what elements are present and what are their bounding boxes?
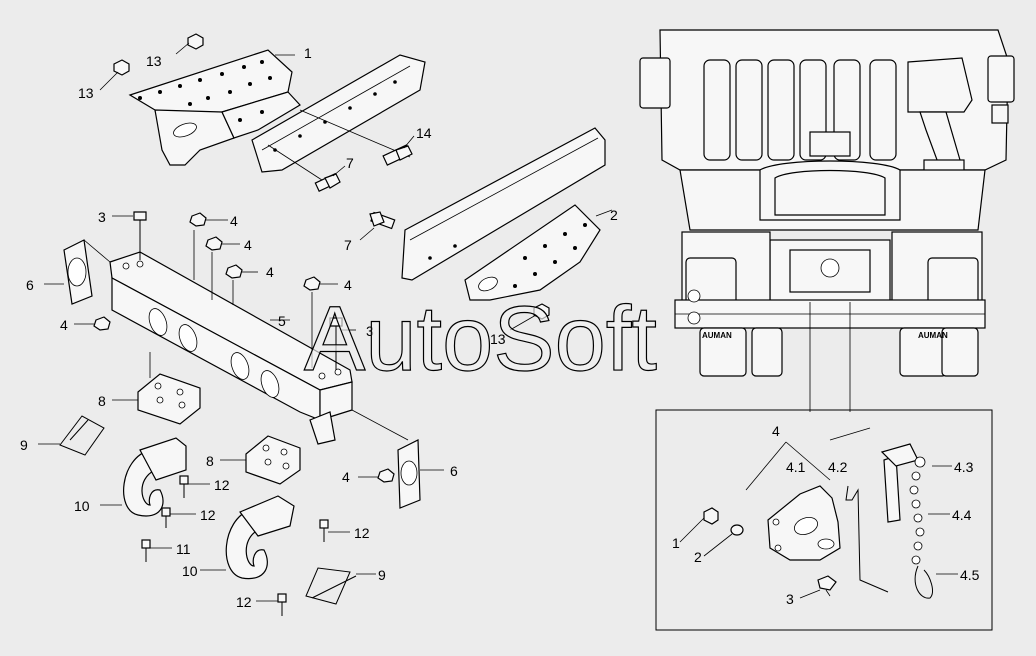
callout-label: 7: [344, 237, 352, 253]
tow-hook-10-b: [200, 495, 295, 580]
nut-13-a: [175, 33, 204, 55]
detail-callout-label: 3: [786, 591, 794, 607]
bolt-7-upper: [314, 165, 346, 192]
nut-4-f: [358, 468, 395, 483]
bolt-3-a: [112, 211, 147, 260]
detail-callout-label: 4.3: [954, 459, 974, 475]
callout-label: 6: [450, 463, 458, 479]
bolt-12-d: [256, 593, 287, 616]
callout-label: 11: [176, 541, 191, 557]
nut-4-b: [205, 236, 240, 300]
nut-13-b: [99, 59, 130, 91]
callout-label: 2: [610, 207, 618, 223]
callout-label: 13: [146, 53, 162, 69]
callout-label: 4: [266, 264, 274, 280]
callout-label: 12: [200, 507, 216, 523]
callout-label: 4: [344, 277, 352, 293]
bracket-part-2: [401, 127, 613, 301]
truck-badge-left: AUMAN: [702, 331, 732, 340]
bolt-12-c: [319, 519, 350, 542]
crossmember-part-5: [109, 251, 353, 445]
bolt-7-lower: [359, 211, 396, 241]
callout-label: 12: [236, 594, 252, 610]
callout-label: 9: [378, 567, 386, 583]
callout-label: 12: [214, 477, 230, 493]
callout-label: 5: [278, 313, 286, 329]
callout-labels: 13 13 1 14 7 2 7 13 3 4 4 4 6 4 5 4 3 8 …: [20, 45, 980, 610]
retainer-clip-9-b: [305, 567, 376, 605]
callout-label: 9: [20, 437, 28, 453]
callout-label: 7: [346, 155, 354, 171]
detail-callout-label: 4.5: [960, 567, 980, 583]
plate-part-6-right: [351, 409, 444, 509]
nut-4-e: [303, 276, 338, 368]
detail-callout-label: 1: [672, 535, 680, 551]
nut-4-d: [74, 316, 111, 331]
retainer-clip-9-a: [38, 415, 105, 456]
nut-13-c: [509, 303, 550, 331]
bracket-part-1: [128, 49, 301, 166]
callout-label: 4: [230, 213, 238, 229]
callout-label: 4: [60, 317, 68, 333]
truck-rear-view: AUMAN AUMAN: [639, 29, 1015, 412]
nut-4-c: [225, 264, 258, 305]
spacer-block-8-b: [220, 435, 301, 485]
callout-label: 4: [342, 469, 350, 485]
bolt-14: [382, 135, 415, 166]
bolt-12-b: [161, 507, 196, 528]
nut-4-a: [189, 212, 228, 280]
detail-callout-label: 4.2: [828, 459, 848, 475]
detail-inset: [655, 409, 993, 631]
callout-label: 13: [78, 85, 94, 101]
callout-label: 8: [206, 453, 214, 469]
callout-label: 3: [98, 209, 106, 225]
detail-callout-label: 2: [694, 549, 702, 565]
spacer-block-8-a: [112, 352, 201, 425]
callout-label: 8: [98, 393, 106, 409]
watermark-text: AutoSoft: [304, 288, 657, 390]
callout-label: 6: [26, 277, 34, 293]
callout-label: 12: [354, 525, 370, 541]
callout-label: 1: [304, 45, 312, 61]
detail-callout-label: 4.1: [786, 459, 806, 475]
bolt-3-b: [329, 317, 356, 370]
bolt-12-a: [179, 475, 210, 498]
plate-part-6-left: [44, 239, 111, 305]
detail-callout-label: 4.4: [952, 507, 972, 523]
callout-label: 3: [366, 323, 374, 339]
tow-hook-10-a: [100, 437, 187, 517]
callout-label: 14: [416, 125, 432, 141]
callout-label: 13: [490, 331, 506, 347]
bolt-11: [141, 539, 172, 562]
callout-label: 4: [244, 237, 252, 253]
callout-label: 10: [74, 498, 90, 514]
frame-rail-upper: [251, 54, 426, 183]
detail-callout-label: 4: [772, 423, 780, 439]
callout-label: 10: [182, 563, 198, 579]
truck-badge-right: AUMAN: [918, 331, 948, 340]
